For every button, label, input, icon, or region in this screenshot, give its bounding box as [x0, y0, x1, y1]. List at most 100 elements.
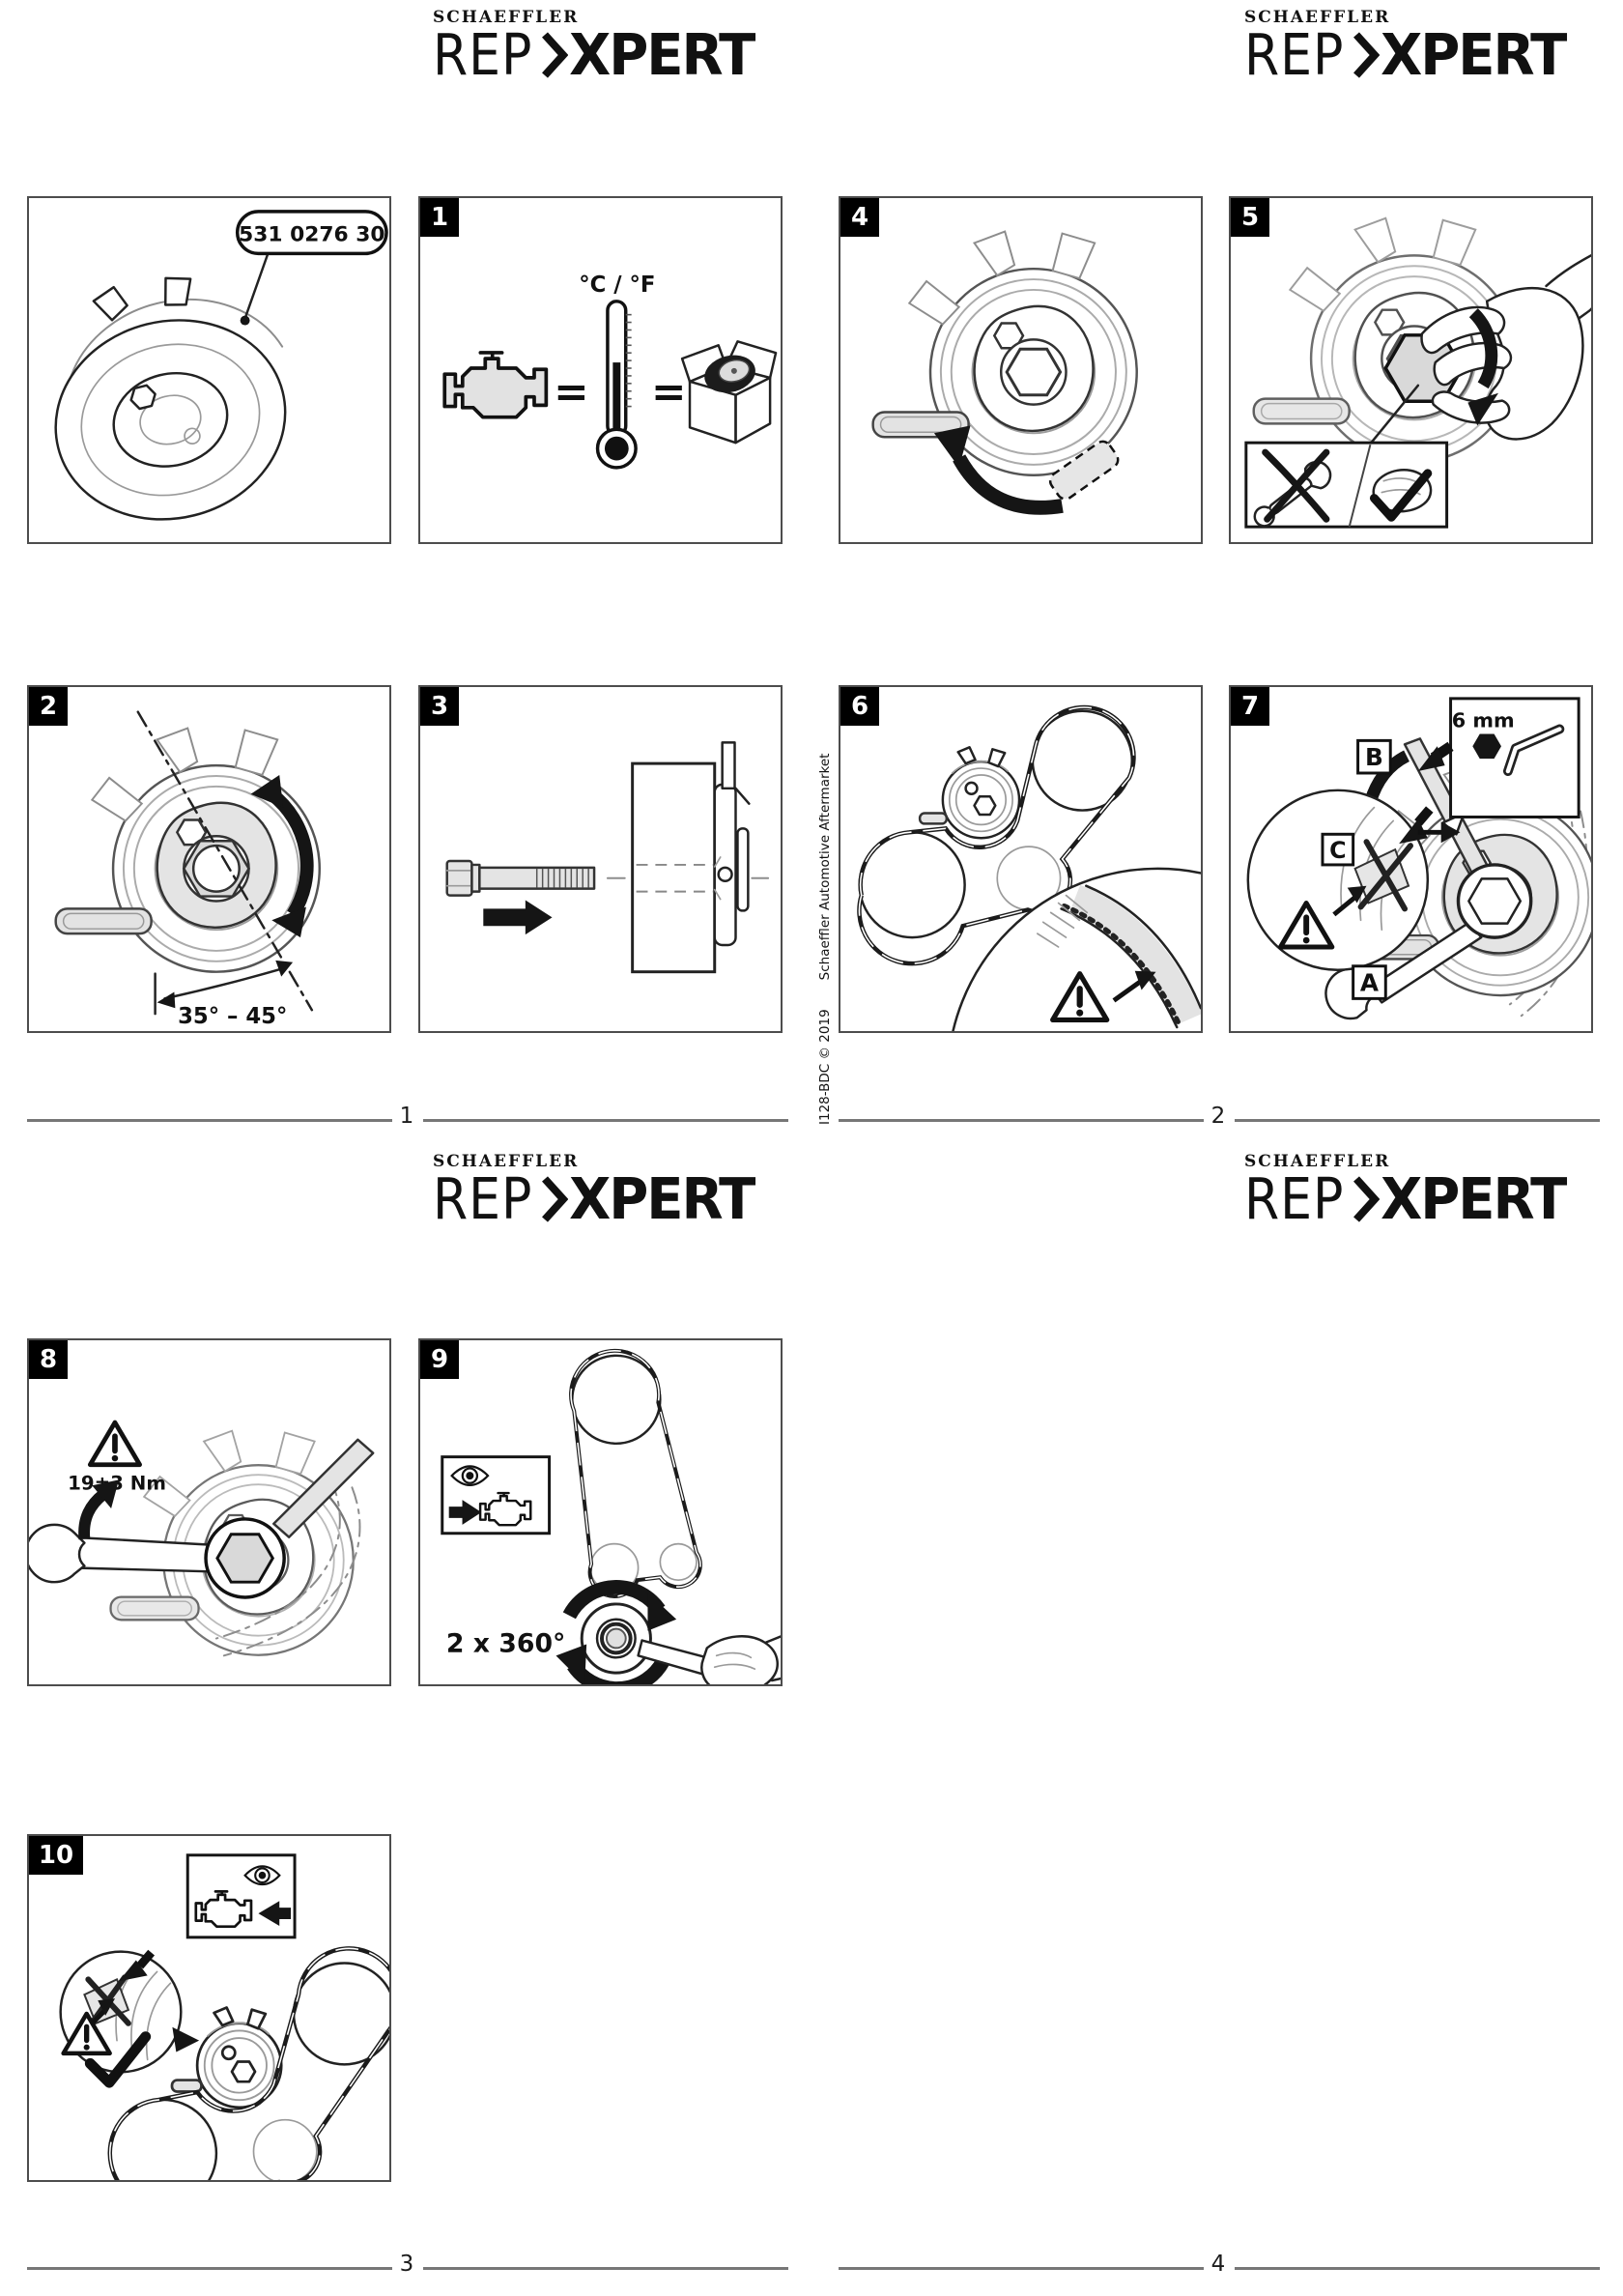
- step9-illustration: 2 x 360°: [441, 1348, 781, 1684]
- step-panel-2: 2 35° – 45°: [27, 685, 391, 1033]
- check-engine-inset: [185, 1853, 297, 1939]
- chevron-icon: [1353, 1176, 1381, 1222]
- step6-illustration: [857, 704, 1201, 1031]
- page-number-2: 2: [1210, 1104, 1226, 1129]
- step1-illustration: = °C / °F =: [442, 273, 778, 470]
- schaeffler-wordmark: SCHAEFFLER: [433, 8, 580, 27]
- step5-illustration: [1244, 216, 1591, 529]
- belt-teeth-inset: [952, 867, 1201, 1031]
- label-a-box: [1352, 964, 1387, 1000]
- label-b-box: [1356, 738, 1392, 775]
- step-panel-3: 3: [418, 685, 783, 1033]
- check-engine-inset: [441, 1455, 552, 1535]
- imprint-sidebar: I128-BDC © 2019 Schaeffler Automotive Af…: [817, 754, 833, 1125]
- angle-label: 35° – 45°: [178, 1004, 287, 1029]
- step-panel-7: 7 6 mm: [1229, 685, 1593, 1033]
- footer-rule: [839, 1119, 1204, 1122]
- equals-sign: =: [651, 369, 686, 417]
- footer-rule: [423, 1119, 788, 1122]
- step2-illustration: 35° – 45°: [54, 710, 322, 1029]
- brand-logo-page4: SCHAEFFLER REP XPERT: [1244, 1152, 1604, 1233]
- rotation-label: 2 x 360°: [446, 1628, 565, 1658]
- label-c: C: [1329, 837, 1346, 864]
- schaeffler-wordmark: SCHAEFFLER: [433, 1152, 580, 1171]
- engine-icon: [442, 351, 549, 419]
- chevron-icon: [542, 1176, 569, 1222]
- part-number-label: 531 0276 30: [239, 223, 384, 247]
- brand-logo-page1: SCHAEFFLER REP XPERT: [433, 8, 792, 88]
- step-number-badge: 3: [420, 687, 459, 726]
- tensioner-pulley-drawing: [918, 746, 1021, 840]
- step3-illustration: [445, 741, 774, 974]
- check-mark: [84, 2031, 152, 2088]
- document-code: I128-BDC © 2019: [817, 1009, 833, 1125]
- wrench-icon: [29, 1517, 286, 1599]
- inset-leader-arrow: [1417, 821, 1461, 844]
- alignment-inset: C: [1246, 789, 1434, 971]
- repxpert-wordmark: REP XPERT: [1244, 21, 1567, 89]
- step4-illustration: [871, 230, 1139, 515]
- check-mark: [1369, 469, 1433, 522]
- bolt-drawing: [445, 859, 596, 897]
- footer-rule: [1235, 1119, 1600, 1122]
- schaeffler-wordmark: SCHAEFFLER: [1244, 8, 1391, 27]
- brand-logo-page2: SCHAEFFLER REP XPERT: [1244, 8, 1604, 89]
- cross-mark: [1357, 839, 1413, 912]
- cross-mark: [1262, 448, 1330, 523]
- hand-with-wrench: [600, 1622, 781, 1684]
- label-c-box: [1321, 832, 1355, 867]
- hex-key-shaft: [272, 1438, 375, 1538]
- footer-rule: [27, 2267, 392, 2270]
- step-number-badge: 10: [29, 1836, 83, 1875]
- footer-rule: [839, 2267, 1204, 2270]
- belt-teeth: [1062, 903, 1182, 1026]
- inset-pointer-arrow: [1417, 741, 1454, 772]
- step-number-badge: 6: [840, 687, 879, 726]
- step-number-badge: 8: [29, 1340, 68, 1379]
- tensioner-pulley-drawing: [54, 276, 287, 521]
- chevron-icon: [1353, 32, 1381, 78]
- page-number-1: 1: [399, 1104, 414, 1129]
- schaeffler-wordmark: SCHAEFFLER: [1244, 1152, 1391, 1171]
- tensioner-pulley-drawing: [54, 727, 322, 974]
- page-number-3: 3: [399, 2252, 414, 2277]
- step7-illustration: 6 mm B: [1246, 697, 1591, 1020]
- thermometer-icon: °C / °F: [579, 273, 655, 470]
- company-name: Schaeffler Automotive Aftermarket: [817, 753, 833, 981]
- inset-leader-arrow: [172, 2026, 200, 2052]
- belt-routing-drawing: [107, 1946, 389, 2180]
- footer-rule: [423, 2267, 788, 2270]
- step-panel-9: 9 2 x 360°: [418, 1338, 783, 1686]
- step-number-badge: 1: [420, 198, 459, 237]
- hex-size-label: 6 mm: [1452, 709, 1515, 732]
- pointer-arrow: [1134, 970, 1156, 990]
- step-panel-10: 10: [27, 1834, 391, 2182]
- step-number-badge: 7: [1231, 687, 1269, 726]
- step-panel-6: 6: [839, 685, 1203, 1033]
- belt-routing-drawing: [857, 704, 1136, 966]
- sprocket-teeth: [1036, 894, 1089, 948]
- turn-arrow: [1467, 308, 1499, 426]
- axis-line: [136, 710, 314, 1012]
- angle-annotation: 35° – 45°: [154, 960, 294, 1029]
- temperature-label: °C / °F: [579, 273, 655, 298]
- arrow-left-icon: [258, 1901, 292, 1926]
- chevron-icon: [542, 32, 569, 78]
- belt-drawing: [569, 1348, 702, 1598]
- label-b: B: [1365, 743, 1383, 771]
- hex-key-size-inset: 6 mm: [1449, 697, 1580, 818]
- step-number-badge: 4: [840, 198, 879, 237]
- pulley-side-view: [631, 741, 774, 974]
- swing-arrow: [250, 774, 314, 938]
- step-panel-8: 8 19±3 Nm: [27, 1338, 391, 1686]
- insert-arrow: [483, 900, 553, 935]
- hexagon-icon: [1472, 733, 1501, 760]
- arrow-right-icon: [448, 1500, 482, 1525]
- page-number-4: 4: [1210, 2252, 1226, 2277]
- step-number-badge: 5: [1231, 198, 1269, 237]
- repxpert-wordmark: REP XPERT: [1244, 1165, 1567, 1233]
- part-photo-panel: 531 0276 30: [27, 196, 391, 544]
- step-number-badge: 9: [420, 1340, 459, 1379]
- tensioner-pulley-drawing: [871, 230, 1139, 477]
- hand-not-tool-inset: [1244, 441, 1449, 529]
